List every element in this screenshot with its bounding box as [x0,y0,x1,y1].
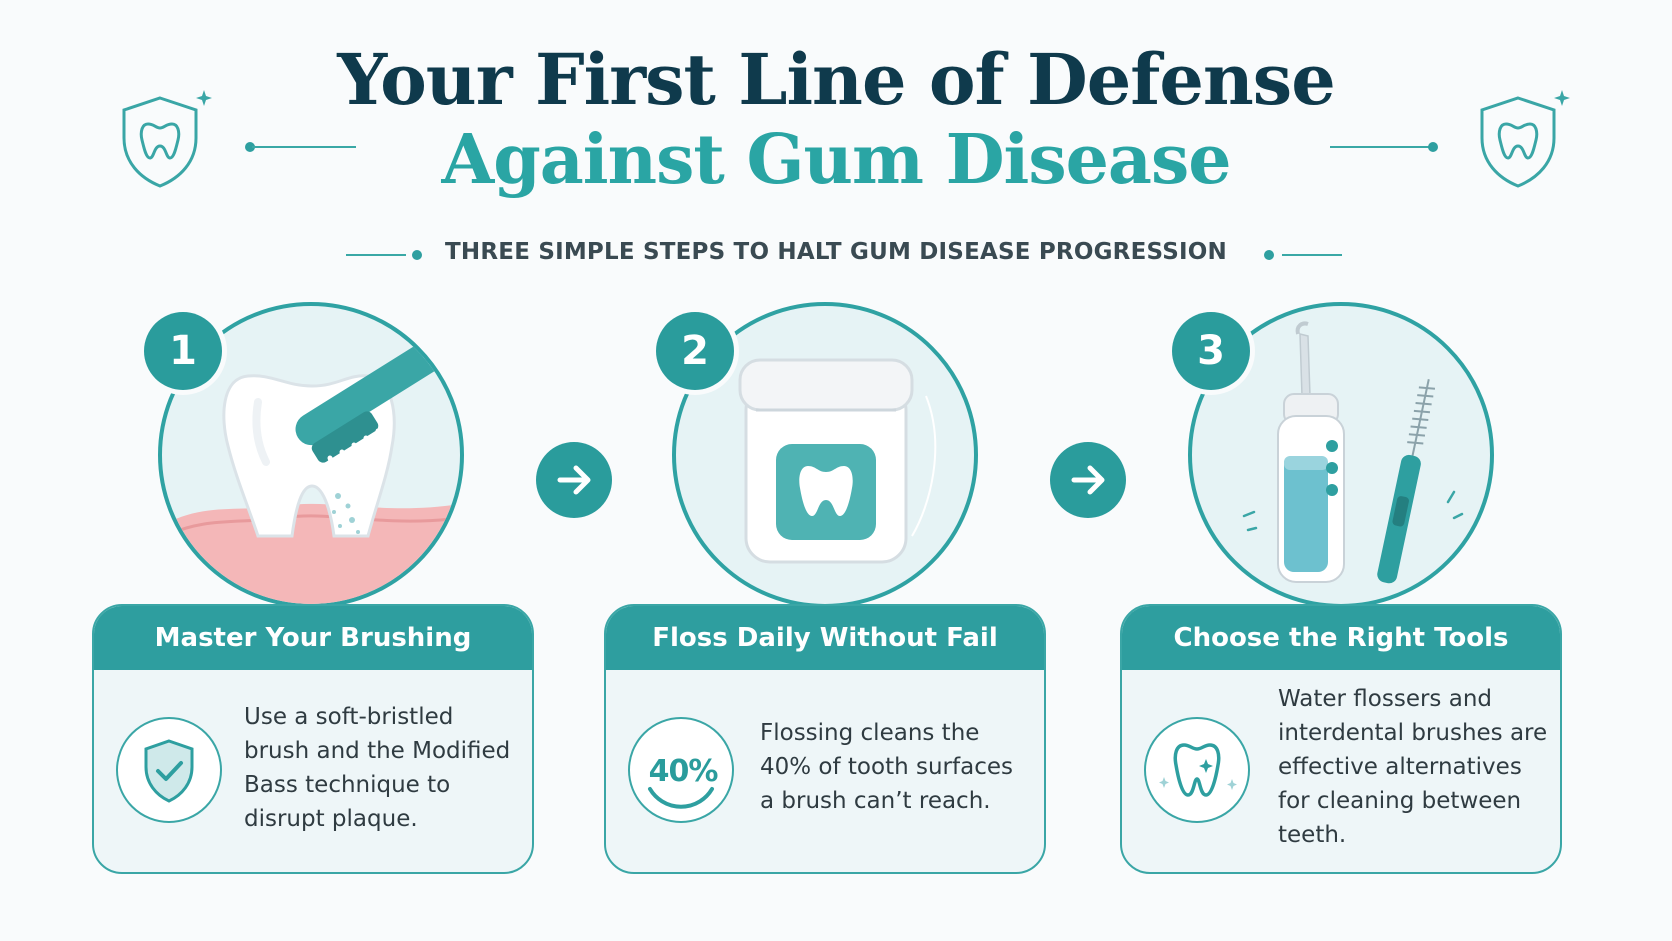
page-title-line2: Against Gum Disease [441,120,1231,200]
arrow-right-icon-2 [1050,442,1126,518]
step-2-illustration [672,302,978,608]
subtitle-line-right [1282,254,1342,256]
step-3-card: Choose the Right Tools Water flossers an… [1120,604,1562,874]
step-3-title: Choose the Right Tools [1122,606,1560,670]
shield-check-icon [116,717,222,823]
header-dot-right [1428,142,1438,152]
step-1-title: Master Your Brushing [94,606,532,670]
tooth-shield-icon-left [122,90,212,188]
step-1-description: Use a soft-bristled brush and the Modifi… [244,704,511,832]
step-3-number-badge: 3 [1172,312,1250,390]
sparkle-tooth-icon [1144,717,1250,823]
subtitle-line-left [346,254,406,256]
page-title-line1: Your First Line of Defense [337,38,1336,121]
tooth-shield-icon-right [1480,90,1570,188]
step-2-title: Floss Daily Without Fail [606,606,1044,670]
step-1-number-badge: 1 [144,312,222,390]
step-2-card: Floss Daily Without Fail 40% Flossing cl… [604,604,1046,874]
header-line-right [1330,146,1434,148]
step-2-description: Flossing cleans the 40% of tooth surface… [760,720,1013,814]
header-line-left [252,146,356,148]
arrow-right-icon-1 [536,442,612,518]
step-3-description: Water flossers and interdental brushes a… [1278,686,1548,848]
page-subtitle: THREE SIMPLE STEPS TO HALT GUM DISEASE P… [445,239,1227,265]
subtitle-dot-right [1264,250,1274,260]
step-1-illustration [158,302,464,608]
percent-gauge-icon: 40% [628,717,734,823]
subtitle-dot-left [412,250,422,260]
header-dot-left [245,142,255,152]
step-1-card: Master Your Brushing Use a soft-bristled… [92,604,534,874]
step-2-number-badge: 2 [656,312,734,390]
percent-label: 40% [648,754,719,789]
step-3-illustration [1188,302,1494,608]
